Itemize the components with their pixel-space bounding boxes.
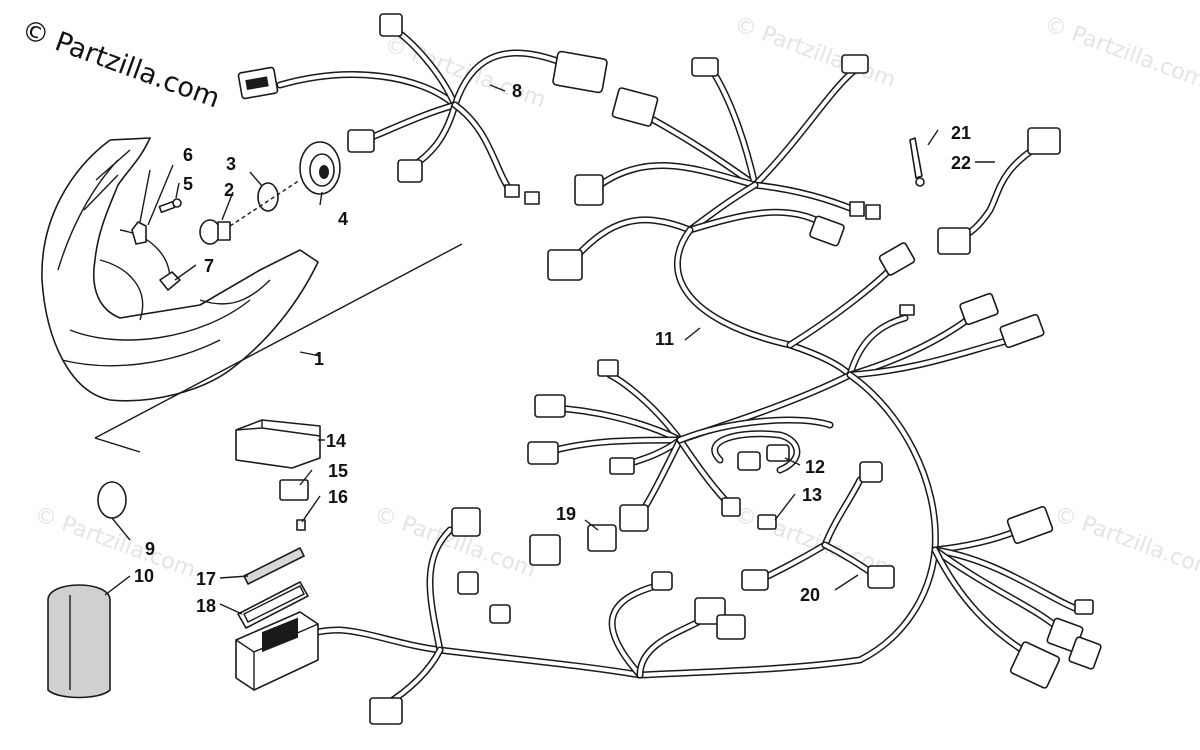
callout-6: 6	[183, 145, 194, 165]
module-part-19	[587, 524, 617, 552]
callout-3: 3	[226, 154, 237, 174]
headlight-housing	[41, 137, 319, 402]
fuse-part-16	[296, 519, 306, 531]
main-harness-part-11	[281, 54, 1102, 725]
bulb-part-2	[199, 179, 301, 245]
retainer-clip-part-3	[249, 171, 279, 212]
relay-part-14	[235, 419, 321, 469]
socket-part-6	[131, 169, 151, 245]
callout-5: 5	[183, 174, 194, 194]
ring-part-9	[97, 481, 127, 519]
clip-part-7	[159, 271, 181, 291]
connector-part-13	[757, 514, 777, 530]
callout-21: 21	[951, 123, 972, 143]
sleeve-part-10	[47, 584, 111, 699]
callout-10: 10	[134, 566, 155, 586]
callout-19: 19	[556, 504, 577, 524]
callout-2: 2	[224, 180, 235, 200]
callout-1: 1	[314, 349, 325, 369]
callout-12: 12	[805, 457, 826, 477]
harness-part-8	[237, 13, 608, 205]
harness-part-20	[741, 461, 895, 591]
harness-part-22	[937, 127, 1061, 255]
callout-22: 22	[951, 153, 972, 173]
callout-17: 17	[196, 569, 217, 589]
callout-9: 9	[145, 539, 156, 559]
callout-18: 18	[196, 596, 217, 616]
gasket-part-17	[243, 547, 305, 585]
callout-13: 13	[802, 485, 823, 505]
callout-15: 15	[328, 461, 349, 481]
clip-part-21	[909, 137, 925, 187]
group-bracket-1	[94, 243, 463, 439]
fuse-box-housing	[235, 611, 319, 691]
callout-14: 14	[326, 431, 347, 451]
callout-8: 8	[512, 81, 523, 101]
callout-20: 20	[800, 585, 821, 605]
leader-lines	[104, 84, 995, 615]
cover-part-18	[237, 581, 309, 629]
relay-part-15	[279, 479, 309, 501]
screw-part-5	[158, 198, 182, 214]
dust-cover-part-4	[299, 141, 341, 195]
callout-4: 4	[338, 209, 349, 229]
callout-11: 11	[655, 329, 675, 349]
callout-7: 7	[204, 256, 215, 276]
callout-16: 16	[328, 487, 349, 507]
